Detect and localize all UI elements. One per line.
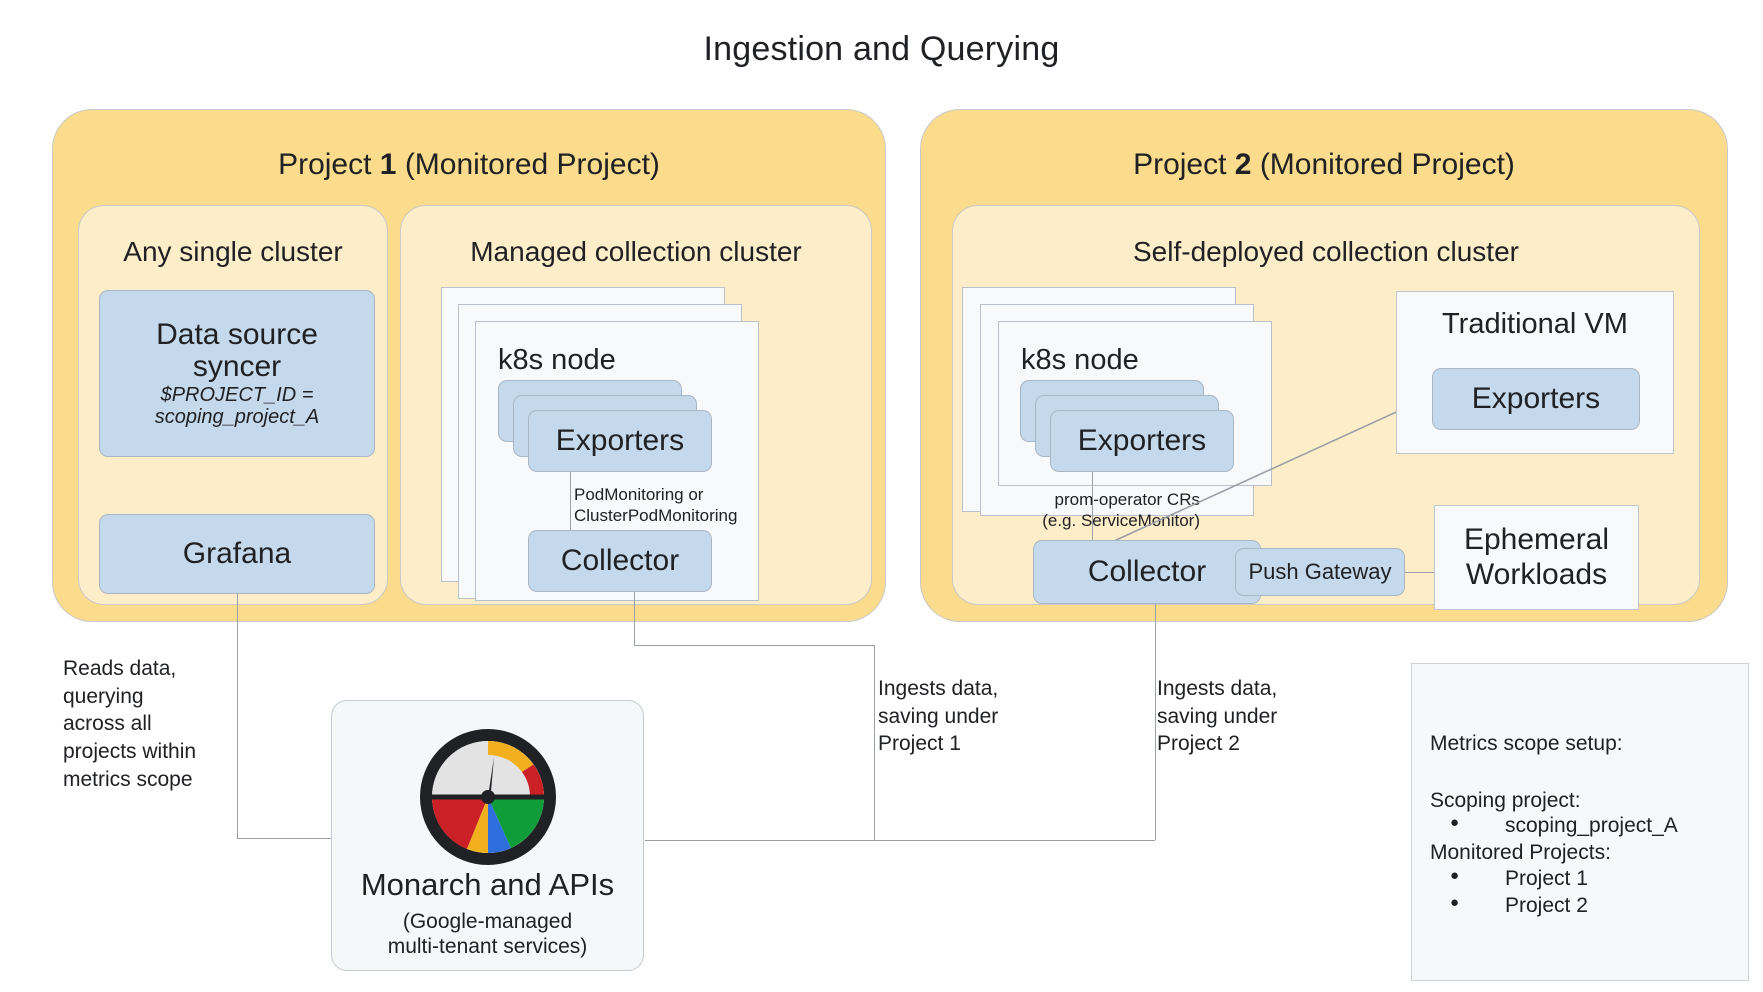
push-gateway-label: Push Gateway — [1248, 559, 1392, 584]
project-2-title-suffix: (Monitored Project) — [1251, 148, 1515, 181]
project-2-title-number: 2 — [1234, 148, 1252, 181]
card-monarch-and-apis[interactable]: Monarch and APIs (Google-managed multi-t… — [331, 700, 644, 971]
data-source-syncer-title: Data source syncer — [156, 317, 318, 384]
edge-collector-p2-to-monarch — [645, 840, 1155, 841]
component-exporters-vm[interactable]: Exporters — [1432, 368, 1640, 430]
collector-label-p1: Collector — [560, 543, 680, 577]
cluster-self-deployed-title: Self-deployed collection cluster — [1133, 236, 1519, 267]
monarch-gauge-icon — [419, 729, 556, 865]
legend-monitored-label: Monitored Projects: — [1430, 841, 1611, 864]
component-collector-p2[interactable]: Collector — [1033, 540, 1261, 604]
component-push-gateway[interactable]: Push Gateway — [1235, 548, 1405, 596]
legend-monitored-item-1: Project 2 — [1505, 894, 1588, 917]
legend-bullet-scoping-0: ● — [1450, 814, 1460, 831]
traditional-vm-label: Traditional VM — [1442, 308, 1628, 340]
edge-exporters-to-collector-p1 — [570, 472, 571, 547]
data-source-syncer-subtext: $PROJECT_ID = scoping_project_A — [154, 383, 320, 428]
project-1-title: Project 1 (Monitored Project) — [53, 148, 885, 182]
data-source-syncer-label: Data source syncer $PROJECT_ID = scoping… — [154, 317, 320, 429]
component-exporters-p1[interactable]: Exporters — [528, 410, 712, 472]
legend-bullet-monitored-1: ● — [1450, 894, 1460, 911]
page-title: Ingestion and Querying — [703, 30, 1060, 68]
monarch-subtitle: (Google-managed multi-tenant services) — [387, 910, 588, 959]
exporters-label-p2: Exporters — [1077, 423, 1207, 457]
edge-collector-p1-down — [874, 645, 875, 840]
exporters-label-vm: Exporters — [1471, 381, 1601, 415]
box-ephemeral-workloads: Ephemeral Workloads — [1434, 505, 1639, 610]
edge-grafana-horizontal — [237, 838, 332, 839]
edge-label-pod-monitoring: PodMonitoring or ClusterPodMonitoring — [574, 485, 738, 526]
edge-exporters-to-collector-p2 — [1092, 472, 1093, 550]
legend-scoping-item-0: scoping_project_A — [1505, 814, 1678, 837]
monarch-title: Monarch and APIs — [360, 867, 615, 902]
component-exporters-p2[interactable]: Exporters — [1050, 410, 1234, 472]
edge-grafana-vertical — [237, 594, 238, 838]
component-grafana[interactable]: Grafana — [99, 514, 375, 594]
edge-collector-p1-vertical — [634, 592, 635, 645]
cluster-any-single-title: Any single cluster — [123, 236, 343, 267]
edge-label-reads-data: Reads data, querying across all projects… — [63, 657, 197, 791]
project-1-title-prefix: Project — [278, 148, 380, 181]
legend-metrics-scope-setup: Metrics scope setup: Scoping project: ● … — [1411, 663, 1749, 981]
exporters-label-p1: Exporters — [555, 423, 685, 457]
legend-scoping-label: Scoping project: — [1430, 789, 1581, 812]
edge-pushgateway-to-ephemeral — [1405, 572, 1435, 573]
grafana-label: Grafana — [182, 536, 292, 570]
cluster-managed-collection-title: Managed collection cluster — [470, 236, 802, 267]
project-1-title-number: 1 — [379, 148, 397, 181]
k8s-node-label-p1: k8s node — [498, 344, 616, 376]
project-1-title-suffix: (Monitored Project) — [396, 148, 660, 181]
edge-collector-p2-vertical — [1155, 604, 1156, 840]
legend-monitored-item-0: Project 1 — [1505, 867, 1588, 890]
legend-bullet-monitored-0: ● — [1450, 867, 1460, 884]
edge-collector-p1-horizontal — [634, 645, 874, 646]
component-data-source-syncer[interactable]: Data source syncer $PROJECT_ID = scoping… — [99, 290, 375, 457]
edge-label-ingests-project1: Ingests data, saving under Project 1 — [878, 677, 999, 756]
collector-label-p2: Collector — [1087, 554, 1207, 588]
k8s-node-label-p2: k8s node — [1021, 344, 1139, 376]
ephemeral-workloads-label: Ephemeral Workloads — [1463, 523, 1610, 591]
edge-vm-to-collector — [1090, 392, 1440, 552]
legend-heading: Metrics scope setup: — [1430, 732, 1623, 755]
project-2-title-prefix: Project — [1133, 148, 1235, 181]
edge-label-ingests-project2: Ingests data, saving under Project 2 — [1157, 677, 1278, 756]
project-2-title: Project 2 (Monitored Project) — [921, 148, 1727, 182]
component-collector-p1[interactable]: Collector — [528, 530, 712, 592]
